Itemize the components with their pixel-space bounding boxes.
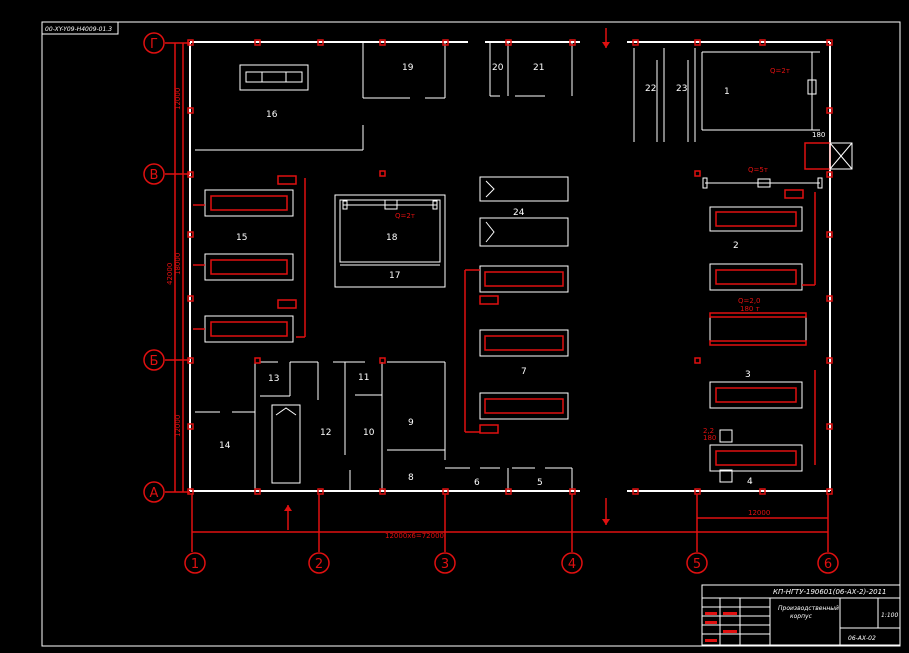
hoist-3-load: Q=2,0 [738,297,761,305]
scale: 1:100 [881,612,898,619]
crane-1-load: Q=2т [770,67,790,75]
marker-4-b: 180 [703,434,716,442]
room-23: 23 [676,84,687,94]
sheet-title-line1: Производственный [778,605,839,612]
axis-row-b: Б [150,354,159,369]
hoist-3-span: 180 т [740,305,760,313]
column-axis-bubbles: 1 2 3 4 5 6 [184,552,839,574]
room-labels: 1 2 3 4 5 6 7 8 9 10 11 12 13 14 15 16 1… [219,63,753,488]
room-8: 8 [408,473,414,483]
room-20: 20 [492,63,504,73]
dim-right-span: 12000 [748,509,770,517]
sheet-title-line2: корпус [790,613,813,620]
axis-row-v: В [150,168,159,183]
dim-middle-bay: 18000 [174,253,182,275]
room-12: 12 [320,428,331,438]
axis-col-1: 1 [191,557,199,572]
corner-stamp: 00-XY-Y09-H4009-01.3 [45,26,112,33]
room-10: 10 [363,428,375,438]
axis-row-a: А [150,486,159,501]
dim-top-bay: 12000 [174,88,182,110]
room-13: 13 [268,374,279,384]
room-18: 18 [386,233,398,243]
gate-right: 180 [804,131,853,170]
room-14: 14 [219,441,231,451]
lifts-room-7 [464,265,569,434]
axis-col-4: 4 [568,557,576,572]
crane-room-18: Q=2т [342,199,438,220]
axis-col-6: 6 [824,557,832,572]
room-21: 21 [533,63,544,73]
flow-arrows [284,28,610,530]
doc-code: КП-НГТУ-190601(06-АХ-2)-2011 [773,588,887,596]
axis-col-5: 5 [693,557,701,572]
vehicle-room-12 [271,404,301,484]
crane-room-1: Q=2т [770,52,817,130]
crane-18-load: Q=2т [395,212,415,220]
lifts-room-2: Q=5т [702,166,823,291]
room-5: 5 [537,478,543,488]
dim-total-width: 12000х6=72000 [385,532,444,540]
lifts-room-3: Q=2,0 180 т [709,297,816,465]
room-3: 3 [745,370,751,380]
corner-stamp-box [41,21,119,35]
room-19: 19 [402,63,414,73]
axis-lines [165,42,829,552]
stalls-room-24 [479,176,569,247]
room-2: 2 [733,241,739,251]
room-4: 4 [747,477,753,487]
crane-2-load: Q=5т [748,166,768,174]
room-7: 7 [521,367,527,377]
title-block: КП-НГТУ-190601(06-АХ-2)-2011 Производств… [701,584,901,646]
columns [187,39,833,495]
sheet-frame [41,21,901,647]
room-1: 1 [724,87,730,97]
lifts-room-15 [193,175,306,343]
axis-row-g: Г [150,37,158,52]
gate-width: 180 [812,131,825,139]
room-11: 11 [358,373,369,383]
interior-walls [195,42,820,491]
lifts-room-4: 2,2 180 [703,427,803,483]
axis-col-2: 2 [315,557,323,572]
room-15: 15 [236,233,247,243]
axis-col-3: 3 [441,557,449,572]
row-axis-bubbles: Г В Б А [143,32,165,503]
room-24: 24 [513,208,525,218]
room-6: 6 [474,478,480,488]
room-22: 22 [645,84,656,94]
room-16: 16 [266,110,278,120]
marker-4-a: 2,2 [703,427,714,435]
machine-16 [239,64,309,91]
room-9: 9 [408,418,414,428]
dim-total-height: 42000 [166,263,174,285]
room-17: 17 [389,271,400,281]
sheet-code: 06-АХ-02 [848,635,876,642]
dim-bottom-bay: 12000 [174,415,182,437]
